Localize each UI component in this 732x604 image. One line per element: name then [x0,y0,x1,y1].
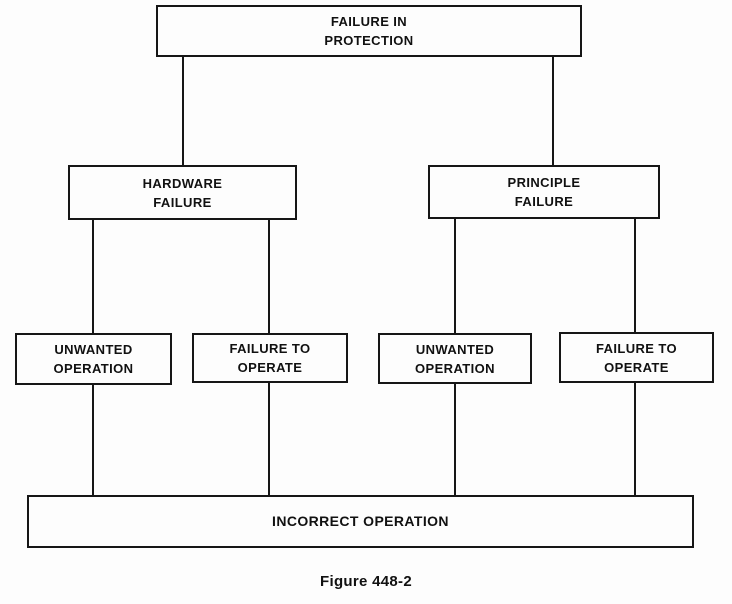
node-failure-to-operate-principle: FAILURE TO OPERATE [559,332,714,383]
connector-root-to-hardware-failure [182,55,184,167]
node-unwanted-operation-principle: UNWANTED OPERATION [378,333,532,384]
connector-hardware-to-failure-to-operate [268,218,270,335]
connector-hardware-to-unwanted-operation [92,218,94,335]
figure-caption: Figure 448-2 [320,573,412,590]
node-label-line: HARDWARE [142,175,223,191]
node-label-line: FAILURE TO [595,340,678,356]
node-label-line: PRINCIPLE [507,175,581,190]
node-label-line: UNWANTED [415,341,495,357]
node-label-line: FAILURE TO [229,341,311,356]
connector-principle-to-failure-to-operate [634,217,636,334]
connector-unwanted-hw-to-incorrect [92,383,94,497]
node-failure-to-operate-hardware: FAILURE TO OPERATE [192,333,348,383]
connector-failure-pr-to-incorrect [634,381,636,497]
node-label-line: FAILURE IN [330,14,408,29]
node-label-line: OPERATION [53,361,134,376]
connector-root-to-principle-failure [552,55,554,167]
node-incorrect-operation: INCORRECT OPERATION [27,495,694,548]
node-label-line: UNWANTED [54,342,133,357]
node-label-line: OPERATE [604,359,669,375]
node-label-line: OPERATE [237,360,303,375]
node-unwanted-operation-hardware: UNWANTED OPERATION [15,333,172,385]
connector-failure-hw-to-incorrect [268,381,270,497]
connector-principle-to-unwanted-operation [454,217,456,335]
node-failure-in-protection: FAILURE IN PROTECTION [156,5,582,57]
node-label-line: OPERATION [415,360,495,376]
node-label-line: FAILURE [153,194,212,210]
node-label-line: PROTECTION [324,33,414,48]
node-label-line: INCORRECT OPERATION [272,513,449,529]
node-principle-failure: PRINCIPLE FAILURE [428,165,660,219]
node-hardware-failure: HARDWARE FAILURE [68,165,297,220]
connector-unwanted-pr-to-incorrect [454,382,456,497]
node-label-line: FAILURE [514,194,574,209]
